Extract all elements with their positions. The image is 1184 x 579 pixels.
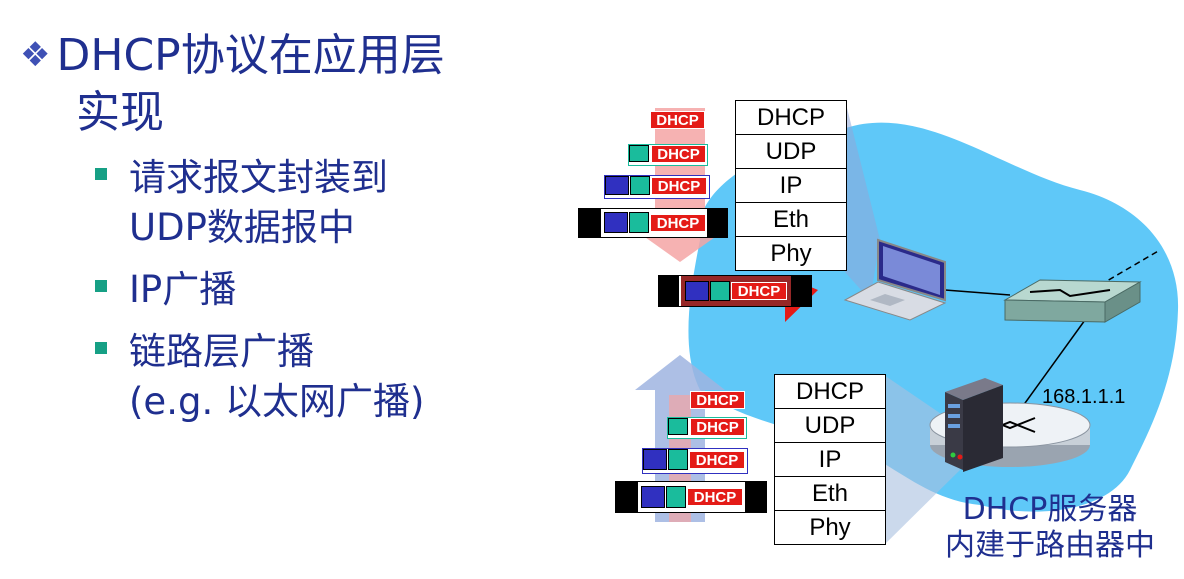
dhcp-packet: DHCP [690,418,745,436]
stack-layer: Eth [775,477,885,511]
ip-header [604,212,628,233]
udp-header [629,145,649,162]
eth-frame: DHCP [578,208,728,238]
title-line-1: DHCP协议在应用层 [56,30,445,81]
ip-header [643,449,667,470]
eth-trailer [745,482,766,512]
eth-header [579,209,601,237]
server-caption-line-2: 内建于路由器中 [945,528,1155,563]
switch-icon [1003,279,1142,323]
router-ip-address: 168.1.1.1 [1042,386,1126,408]
eth-header [659,276,679,306]
bullet-item: IP广播 [95,265,236,315]
square-bullet-icon [95,342,107,354]
stack-layer: IP [736,169,846,203]
udp-header [630,176,650,195]
square-bullet-icon [95,280,107,292]
stack-layer: IP [775,443,885,477]
ip-datagram: DHCP [642,448,748,474]
bullet-item: 请求报文封装到 [95,153,388,203]
udp-segment: DHCP [628,144,708,166]
diamond-bullet-icon: ❖ [20,35,51,75]
udp-header [710,281,730,301]
ip-header [641,486,665,508]
stack-layer: DHCP [736,101,846,135]
dhcp-packet: DHCP [687,488,743,506]
server-icon [945,378,1003,472]
eth-trailer [707,209,727,237]
server-protocol-stack: DHCP UDP IP Eth Phy [774,374,886,545]
switch-uplink [1099,249,1161,286]
stack-layer: Eth [736,203,846,237]
stack-layer: Phy [809,514,851,541]
udp-header [629,212,649,233]
stack-layer: DHCP [775,375,885,409]
dhcp-packet: DHCP [731,282,787,300]
laptop-switch-link [944,289,1011,296]
udp-header [668,418,688,435]
stack-layer: UDP [775,409,885,443]
dhcp-packet: DHCP [689,451,745,469]
wire-frame: DHCP [658,275,812,307]
bullet-item-continuation: UDP数据报中 [129,206,355,249]
dhcp-packet: DHCP [690,391,745,409]
bullet-item: 链路层广播 [95,327,314,377]
square-bullet-icon [95,168,107,180]
udp-header [666,486,686,508]
server-caption-line-1: DHCP服务器 [962,492,1138,527]
client-protocol-stack: DHCP UDP IP Eth Phy [735,100,847,271]
eth-trailer [791,276,811,306]
switch-router-link [1019,319,1086,411]
title-line-2: 实现 [76,87,164,138]
dhcp-packet: DHCP [650,214,706,232]
dhcp-packet: DHCP [650,111,705,129]
eth-frame: DHCP [615,481,767,513]
stack-layer: Phy [770,240,812,267]
laptop-icon [843,238,947,321]
ip-header [685,281,709,301]
ip-header [605,176,629,195]
dhcp-packet: DHCP [651,145,706,163]
client-stack-projection [845,100,880,300]
ip-datagram: DHCP [604,175,710,199]
stack-layer: UDP [736,135,846,169]
eth-header [616,482,638,512]
dhcp-packet: DHCP [651,177,707,195]
udp-segment: DHCP [667,417,747,439]
slide-title: ❖DHCP协议在应用层 [20,26,445,85]
server-caption: DHCP服务器 内建于路由器中 [920,492,1180,564]
udp-header [668,449,688,470]
bullet-item-continuation: (e.g. 以太网广播) [129,380,425,423]
